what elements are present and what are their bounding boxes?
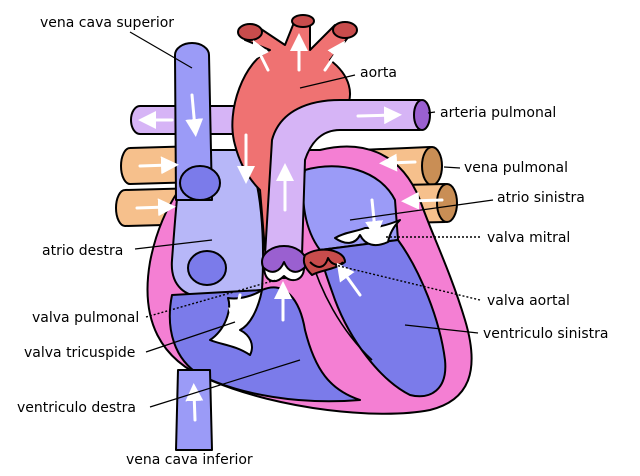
arrow-pv-left-upper xyxy=(138,156,179,175)
arrow-lv-up xyxy=(336,262,362,297)
pulmonary-vein-upper-right-end xyxy=(421,146,443,186)
label-valva-mitral: valva mitral xyxy=(487,230,570,246)
label-vena-cava-inferior: vena cava inferior xyxy=(126,452,253,468)
leader-vena-cava-superior xyxy=(129,31,193,69)
pulmonary-valve-cusps xyxy=(263,261,305,283)
arrow-ivc xyxy=(185,383,204,422)
leader-atrio-destra xyxy=(134,239,213,250)
arrow-pv-right-upper xyxy=(379,153,417,172)
label-arteria-pulmonal: arteria pulmonal xyxy=(440,105,556,121)
arrow-right-atrium-down xyxy=(228,293,246,327)
vena-cava-inferior-opening xyxy=(187,250,227,286)
leader-atrio-sinistra xyxy=(349,199,494,221)
label-ventriculo-destra: ventriculo destra xyxy=(17,400,136,416)
leader-arteria-pulmonal xyxy=(427,111,436,114)
leader-valva-tricuspide xyxy=(145,321,236,353)
label-ventriculo-sinistra: ventriculo sinistra xyxy=(483,326,608,342)
leader-lines xyxy=(129,31,494,408)
aorta-branch-middle-end xyxy=(291,14,315,28)
pulmonary-artery-opening xyxy=(413,99,431,131)
leader-aorta xyxy=(299,74,356,89)
label-valva-pulmonal: valva pulmonal xyxy=(32,310,139,326)
leader-ventriculo-sinistra xyxy=(404,324,479,334)
leader-vena-pulmonal xyxy=(443,166,461,169)
aorta-branch-left-end xyxy=(237,23,263,41)
vena-cava-superior-opening xyxy=(179,165,221,201)
arrow-svc xyxy=(185,93,204,137)
aorta-branch-right-end xyxy=(332,21,358,39)
label-vena-pulmonal: vena pulmonal xyxy=(464,160,568,176)
pulmonary-artery-trunk xyxy=(264,99,431,256)
arrow-pa-right xyxy=(356,106,402,125)
label-atrio-destra: atrio destra xyxy=(42,243,123,259)
arrow-aorta-right xyxy=(323,40,346,72)
arrow-pv-left-lower xyxy=(135,198,176,217)
arrow-pv-right-lower xyxy=(401,191,444,210)
label-atrio-sinistra: atrio sinistra xyxy=(497,190,585,206)
arrow-left-atrium-down xyxy=(365,198,384,239)
label-vena-cava-superior: vena cava superior xyxy=(40,15,174,31)
right-ventricle xyxy=(168,286,361,403)
leader-valva-pulmonal xyxy=(145,279,277,318)
leader-ventriculo-destra xyxy=(149,359,301,408)
label-aorta: aorta xyxy=(360,65,397,81)
arrow-aorta-left xyxy=(252,39,270,72)
label-valva-tricuspide: valva tricuspide xyxy=(24,345,135,361)
aortic-valve xyxy=(302,248,346,276)
label-valva-aortal: valva aortal xyxy=(487,293,570,309)
leader-valva-aortal xyxy=(334,264,481,301)
blood-flow-arrows xyxy=(135,33,444,422)
labels: vena cava superior aorta arteria pulmona… xyxy=(17,15,608,468)
pulmonary-vein-lower-right-end xyxy=(436,183,458,223)
